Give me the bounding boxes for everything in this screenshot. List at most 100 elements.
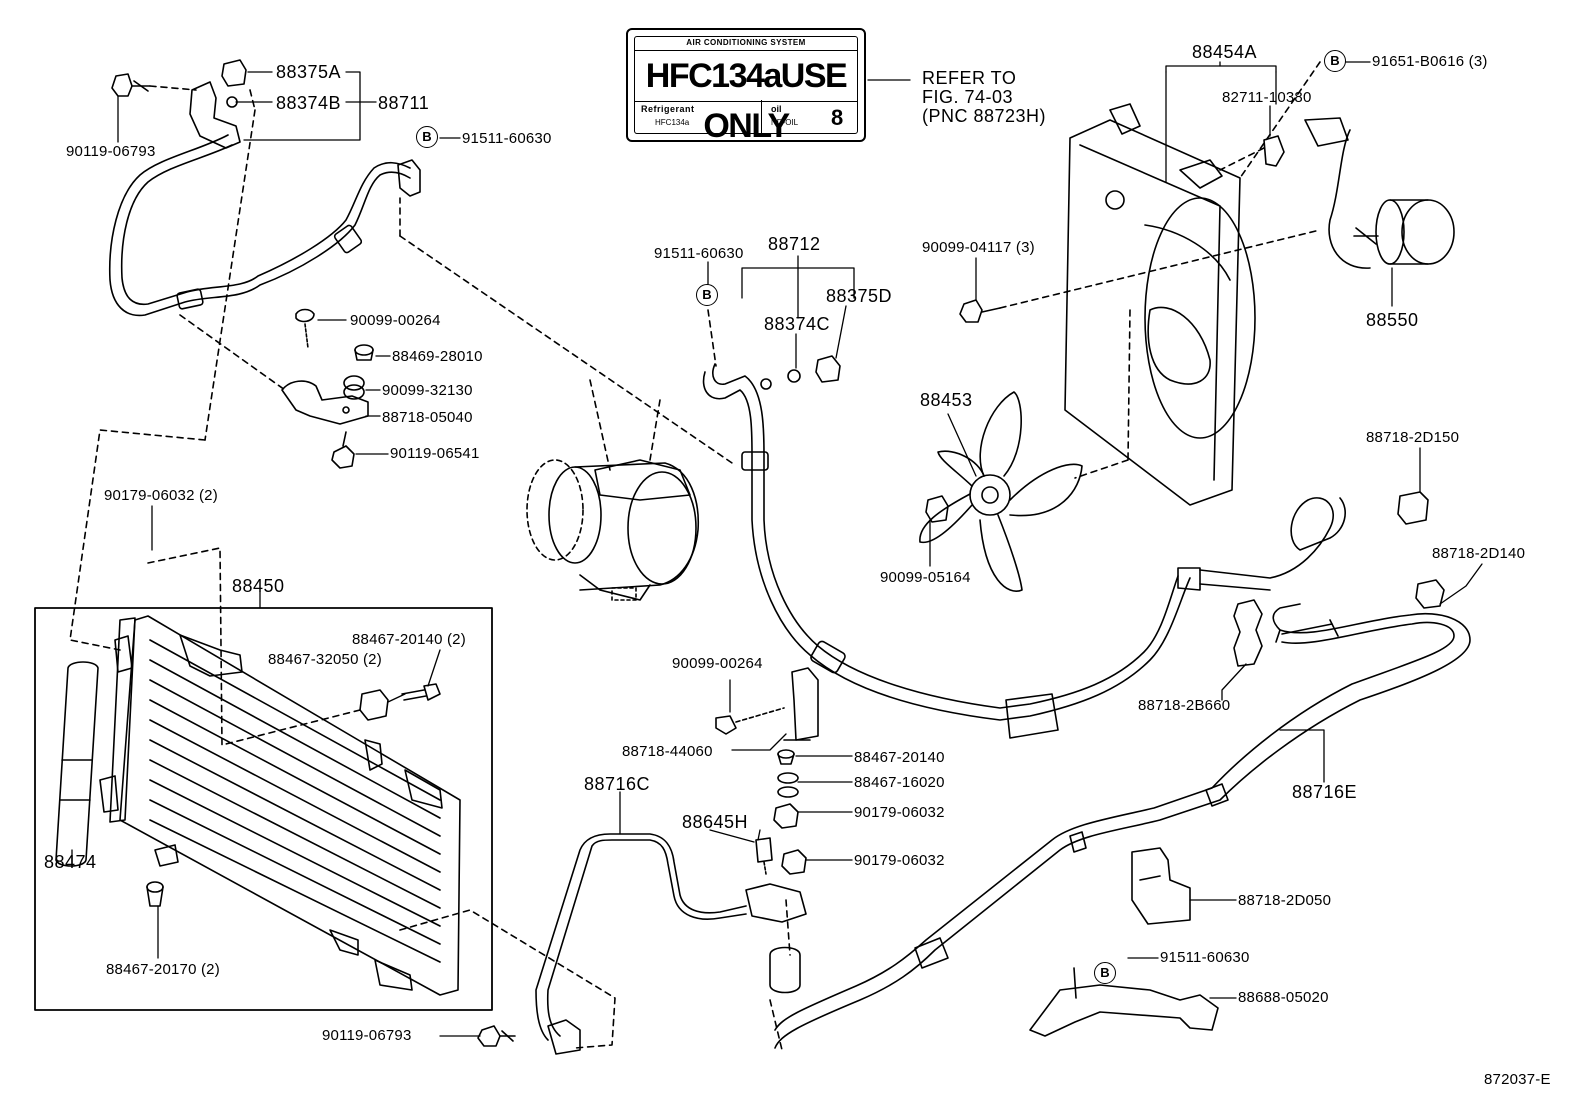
- fan-shroud-88454A: [1064, 103, 1256, 506]
- warning-oil-label: oil: [771, 104, 782, 114]
- hose-88711: [108, 81, 421, 317]
- label-88718-2D150: 88718-2D150: [1366, 429, 1460, 446]
- cap-88375A: [221, 59, 247, 87]
- block-fitting: [745, 883, 807, 994]
- fan-88453: [919, 391, 1083, 592]
- refer-line-3: (PNC 88723H): [922, 106, 1047, 126]
- figure-number: 872037-E: [1484, 1071, 1551, 1088]
- cushion-88718-2D150: [1397, 491, 1429, 525]
- refer-line-2: FIG. 74-03: [922, 87, 1014, 107]
- nut-90099-05164: [925, 495, 949, 523]
- warning-oil-number: 8: [831, 105, 844, 130]
- label-90179-06032-b: 90179-06032: [854, 852, 945, 869]
- bolt-90119-06793-top: [111, 73, 151, 97]
- compressor: [526, 459, 700, 601]
- bracket-88718-44060: [783, 667, 819, 741]
- bolt-90119-06793-bottom: [477, 1025, 516, 1047]
- label-91511-60630-mid: 91511-60630: [654, 245, 744, 262]
- cap-88375D: [815, 355, 841, 383]
- dashed-leaders-top-left: [69, 85, 736, 651]
- label-88467-20140-2: 88467-20140 (2): [352, 631, 466, 648]
- label-88550: 88550: [1366, 310, 1419, 330]
- label-90179-06032-2: 90179-06032 (2): [104, 487, 218, 504]
- label-90099-00264-mid: 90099-00264: [672, 655, 763, 672]
- label-90119-06541: 90119-06541: [390, 445, 480, 462]
- bolt-88467-20140-2: [401, 683, 441, 701]
- label-88469-28010: 88469-28010: [392, 348, 483, 365]
- bolt-marker-b-top-right: B: [1324, 50, 1346, 72]
- label-88454A: 88454A: [1192, 42, 1258, 62]
- leader-lines: [71, 61, 1483, 1037]
- label-88467-16020: 88467-16020: [854, 774, 945, 791]
- clamp-88718-05040: [281, 380, 369, 425]
- cushion-88467-32050: [359, 689, 389, 721]
- label-88450: 88450: [232, 576, 285, 596]
- label-88688-05020: 88688-05020: [1238, 989, 1329, 1006]
- grommet-88467-20140: [777, 749, 795, 765]
- switch-88645H: [755, 837, 773, 875]
- cushion-88467-16020: [777, 772, 799, 798]
- clamp-88718-2B660: [1233, 599, 1263, 667]
- label-88467-20170-2: 88467-20170 (2): [106, 961, 220, 978]
- clamp-88718-2D050: [1131, 847, 1191, 925]
- screw-90099-00264-mid: [715, 707, 785, 735]
- label-88718-2D140: 88718-2D140: [1432, 545, 1526, 562]
- label-88453: 88453: [920, 390, 973, 410]
- bolt-marker-b-bottom: B: [1094, 962, 1116, 984]
- hose-88712: [702, 363, 1346, 739]
- nut-90179-06032-a: [773, 803, 799, 829]
- condenser-assembly-box: [34, 607, 493, 1011]
- label-88712: 88712: [768, 234, 821, 254]
- label-88467-20140: 88467-20140: [854, 749, 945, 766]
- label-90119-06793-bottom: 90119-06793: [322, 1027, 412, 1044]
- dashed-leader-88712: [707, 309, 717, 367]
- label-90099-00264-top: 90099-00264: [350, 312, 441, 329]
- hose-88716E: [774, 603, 1471, 1049]
- label-88716E: 88716E: [1292, 782, 1358, 802]
- dashed-leaders-compressor: [589, 379, 661, 471]
- refer-line-1: REFER TO: [922, 68, 1017, 88]
- label-91511-60630-top: 91511-60630: [462, 130, 552, 147]
- label-90099-05164: 90099-05164: [880, 569, 971, 586]
- cushion-88718-2D140: [1415, 579, 1445, 609]
- warning-divider: [761, 100, 762, 133]
- label-88374B: 88374B: [276, 93, 342, 113]
- label-88467-32050-2: 88467-32050 (2): [268, 651, 382, 668]
- label-88718-05040: 88718-05040: [382, 409, 473, 426]
- label-91651-B0616-3: 91651-B0616 (3): [1372, 53, 1488, 70]
- fitting-88712-top: [760, 378, 772, 390]
- bolt-90099-04117: [959, 299, 1001, 323]
- motor-88550: [1304, 117, 1455, 269]
- label-88718-44060: 88718-44060: [622, 743, 713, 760]
- dashed-leaders-switch: [769, 899, 791, 1051]
- label-88718-2B660: 88718-2B660: [1138, 697, 1231, 714]
- label-90179-06032-a: 90179-06032: [854, 804, 945, 821]
- label-88374C: 88374C: [764, 314, 831, 334]
- condenser-88450: [99, 615, 461, 996]
- label-91511-60630-bottom: 91511-60630: [1160, 949, 1250, 966]
- label-90119-06793-top: 90119-06793: [66, 143, 156, 160]
- screw-90099-00264-top: [295, 308, 315, 349]
- label-82711-10380: 82711-10380: [1222, 89, 1312, 106]
- cushion-90099-32130: [343, 375, 365, 400]
- label-88645H: 88645H: [682, 812, 749, 832]
- warning-refrigerant-value: HFC134a: [655, 118, 690, 127]
- warning-oil-value: ND-OIL: [771, 118, 799, 127]
- warning-headline: HFC134aUSE ONLY: [635, 50, 857, 145]
- label-88474: 88474: [44, 852, 97, 872]
- nut-90179-06032-b: [781, 849, 807, 875]
- refrigerant-warning-label: AIR CONDITIONING SYSTEM HFC134aUSE ONLY …: [626, 28, 866, 145]
- dashed-leaders-fan: [999, 61, 1321, 479]
- label-88716C: 88716C: [584, 774, 651, 794]
- dashed-leaders-condenser: [147, 547, 616, 1049]
- label-90099-32130: 90099-32130: [382, 382, 473, 399]
- label-88375A: 88375A: [276, 62, 342, 82]
- label-90099-04117-3: 90099-04117 (3): [922, 239, 1035, 256]
- receiver-dryer-88474: [55, 661, 99, 867]
- bracket-88688-05020: [1029, 967, 1219, 1037]
- label-88711: 88711: [378, 93, 430, 113]
- bolt-marker-b-top-left: B: [416, 126, 438, 148]
- grommet-88469-28010: [354, 344, 374, 361]
- label-88718-2D050: 88718-2D050: [1238, 892, 1332, 909]
